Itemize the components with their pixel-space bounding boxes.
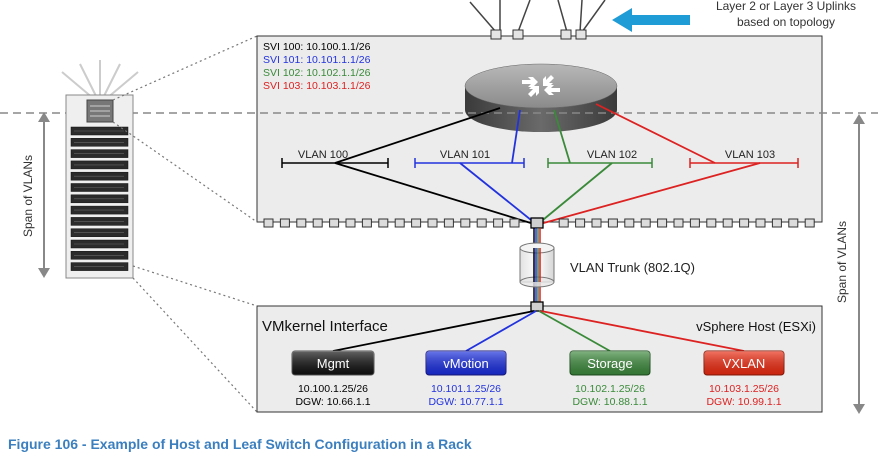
switch-port bbox=[558, 218, 569, 228]
switch-port bbox=[575, 218, 586, 228]
trunk-port bbox=[530, 217, 544, 229]
interface-vxlan-name: VXLAN bbox=[723, 356, 766, 371]
interface-storage-name: Storage bbox=[587, 356, 633, 371]
interface-storage-ip: 10.102.1.25/26 bbox=[575, 383, 645, 395]
host-interface-links bbox=[332, 310, 745, 352]
figure-caption: Figure 106 - Example of Host and Leaf Sw… bbox=[8, 436, 472, 452]
switch-port bbox=[509, 218, 520, 228]
host-port bbox=[530, 301, 544, 312]
switch-port bbox=[460, 218, 471, 228]
trunk-label: VLAN Trunk (802.1Q) bbox=[570, 260, 695, 275]
router-vlan-links bbox=[334, 103, 716, 164]
vlan-101-label: VLAN 101 bbox=[440, 149, 490, 161]
svi-103-label: SVI 103: 10.103.1.1/26 bbox=[263, 80, 371, 92]
interface-mgmt-dgw: DGW: 10.66.1.1 bbox=[295, 396, 370, 408]
switch-port bbox=[493, 218, 504, 228]
switch-port bbox=[607, 218, 618, 228]
switch-port bbox=[312, 218, 323, 228]
uplinks-note-line-2: based on topology bbox=[737, 15, 835, 29]
switch-port bbox=[296, 218, 307, 228]
right-span-label: Span of VLANs bbox=[835, 221, 849, 303]
uplink-cables bbox=[469, 0, 606, 33]
switch-port bbox=[673, 218, 684, 228]
rack-icon bbox=[61, 60, 139, 279]
switch-port bbox=[378, 218, 389, 228]
interface-vxlan: VXLAN 10.103.1.25/26 DGW: 10.99.1.1 bbox=[703, 350, 785, 408]
left-span-label: Span of VLANs bbox=[21, 155, 35, 237]
switch-port bbox=[476, 218, 487, 228]
interface-vxlan-ip: 10.103.1.25/26 bbox=[709, 383, 779, 395]
svi-101-label: SVI 101: 10.101.1.1/26 bbox=[263, 54, 371, 66]
switch-port bbox=[427, 218, 438, 228]
switch-port bbox=[722, 218, 733, 228]
switch-port bbox=[443, 218, 454, 228]
switch-port bbox=[788, 218, 799, 228]
switch-port bbox=[394, 218, 405, 228]
switch-port bbox=[591, 218, 602, 228]
interface-storage-dgw: DGW: 10.88.1.1 bbox=[572, 396, 647, 408]
switch-port bbox=[771, 218, 782, 228]
interface-vmotion-name: vMotion bbox=[443, 356, 489, 371]
interface-mgmt: Mgmt 10.100.1.25/26 DGW: 10.66.1.1 bbox=[291, 350, 375, 408]
switch-port bbox=[624, 218, 635, 228]
uplinks-note-line-1: Layer 2 or Layer 3 Uplinks bbox=[716, 0, 856, 13]
switch-port bbox=[361, 218, 372, 228]
vlan-103-label: VLAN 103 bbox=[725, 149, 775, 161]
svi-102-label: SVI 102: 10.102.1.1/26 bbox=[263, 67, 371, 79]
vlan-100-label: VLAN 100 bbox=[298, 149, 348, 161]
uplink-ports bbox=[490, 29, 587, 40]
switch-port bbox=[263, 218, 274, 228]
svi-100-label: SVI 100: 10.100.1.1/26 bbox=[263, 41, 371, 53]
right-span-arrow bbox=[853, 114, 865, 414]
switch-port bbox=[657, 218, 668, 228]
switch-port-row bbox=[263, 218, 815, 228]
switch-port bbox=[279, 218, 290, 228]
uplinks-arrow-icon bbox=[612, 8, 690, 32]
interface-vxlan-dgw: DGW: 10.99.1.1 bbox=[706, 396, 781, 408]
switch-port bbox=[755, 218, 766, 228]
interface-storage: Storage 10.102.1.25/26 DGW: 10.88.1.1 bbox=[569, 350, 651, 408]
interface-vmotion: vMotion 10.101.1.25/26 DGW: 10.77.1.1 bbox=[425, 350, 507, 408]
switch-port bbox=[739, 218, 750, 228]
switch-port bbox=[345, 218, 356, 228]
vlan-102-label: VLAN 102 bbox=[587, 149, 637, 161]
router-icon bbox=[464, 63, 618, 132]
interface-vmotion-dgw: DGW: 10.77.1.1 bbox=[428, 396, 503, 408]
zoom-guide-lines bbox=[112, 35, 258, 413]
left-span-arrow bbox=[38, 112, 50, 278]
switch-port bbox=[706, 218, 717, 228]
switch-port bbox=[329, 218, 340, 228]
vsphere-host-label: vSphere Host (ESXi) bbox=[696, 319, 816, 334]
interface-mgmt-ip: 10.100.1.25/26 bbox=[298, 383, 368, 395]
switch-port bbox=[689, 218, 700, 228]
trunk-cylinder-icon bbox=[519, 242, 555, 288]
switch-port bbox=[804, 218, 815, 228]
switch-port bbox=[411, 218, 422, 228]
switch-port bbox=[640, 218, 651, 228]
interface-vmotion-ip: 10.101.1.25/26 bbox=[431, 383, 501, 395]
interface-mgmt-name: Mgmt bbox=[317, 356, 350, 371]
vmkernel-interface-label: VMkernel Interface bbox=[262, 318, 388, 335]
vlan-trunk-links bbox=[334, 162, 761, 225]
